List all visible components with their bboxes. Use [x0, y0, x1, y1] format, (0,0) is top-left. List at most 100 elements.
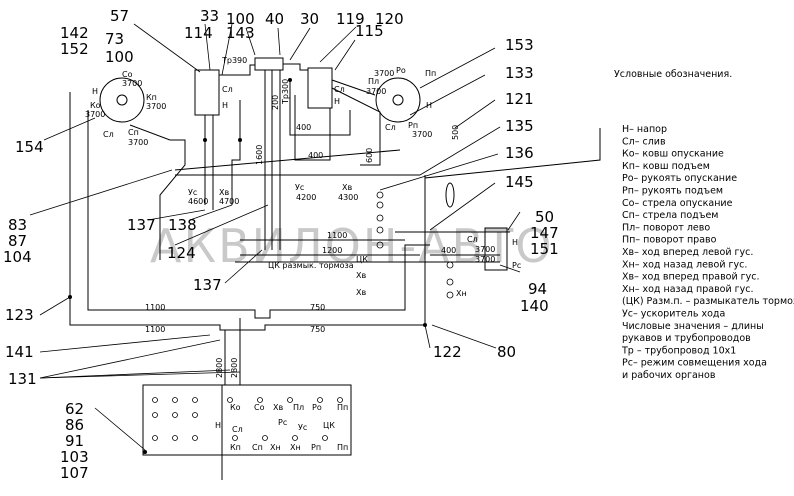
left-joystick-hub — [116, 94, 128, 106]
label-d750b: 750 — [310, 325, 325, 334]
label-3700-rp: 3700 — [412, 130, 432, 139]
legend-item: Числовые значения – длины — [622, 321, 764, 332]
label-d500: 500 — [451, 125, 460, 140]
label-sl1: Сл — [103, 130, 114, 139]
legend-item: Рп– рукоять подъем — [622, 186, 723, 197]
label-sl4: Сл — [334, 85, 345, 94]
label-d750a: 750 — [310, 303, 325, 312]
label-d4600: 4600 — [188, 197, 208, 206]
label-3700-kp: 3700 — [146, 102, 166, 111]
legend-item: Кп– ковш подъем — [622, 161, 710, 172]
legend-item: Рс– режим совмещения хода — [622, 358, 767, 369]
panel-label-sl: Сл — [232, 425, 243, 434]
port-column-slot — [445, 182, 455, 208]
label-ys2: Ус — [295, 183, 304, 192]
callout-135: 135 — [505, 117, 534, 135]
label-d2800a: 2800 — [215, 358, 224, 378]
label-d4300: 4300 — [338, 193, 358, 202]
callout-115: 115 — [355, 22, 384, 40]
legend-item: Хв– ход вперед правой гус. — [622, 272, 760, 283]
panel-label-xn2: Хн — [290, 443, 301, 452]
callout-94: 94 — [528, 280, 547, 298]
panel-label-pp: Пп — [337, 403, 348, 412]
panel-label-ck: ЦК — [323, 421, 335, 430]
label-po: Ро — [396, 66, 406, 75]
label-3700-ko: 3700 — [85, 110, 105, 119]
junction-dots — [68, 78, 427, 454]
label-3700-pedal2: 3700 — [475, 255, 495, 264]
label-d400a: 400 — [296, 123, 311, 132]
label-xv4: Хв — [356, 288, 366, 297]
legend-item: Тр – трубопровод 10х1 — [621, 345, 736, 356]
label-h3: Н — [222, 101, 228, 110]
label-xv3: Хв — [356, 271, 366, 280]
callout-133: 133 — [505, 64, 534, 82]
label-sp: Сп — [128, 128, 139, 137]
pipe-left-distributor — [129, 124, 186, 260]
panel-label-kp: Кп — [230, 443, 241, 452]
legend-item: Хн– ход назад левой гус. — [622, 259, 747, 270]
callout-151: 151 — [530, 240, 559, 258]
legend-item: рукавов и трубопроводов — [622, 333, 751, 344]
label-tr300: Тр300 — [281, 79, 290, 105]
panel-label-sp: Сп — [252, 443, 263, 452]
pipe-right-upper — [331, 79, 381, 166]
left-joystick-ring — [99, 77, 145, 123]
panel-label-h: Н — [215, 421, 221, 430]
callout-100-left: 100 — [105, 48, 134, 66]
callout-50: 50 — [535, 208, 554, 226]
legend-item: Н– напор — [622, 124, 667, 135]
right-joystick-ring — [375, 77, 421, 123]
callout-141: 141 — [5, 343, 34, 361]
callout-123: 123 — [5, 306, 34, 324]
label-d1600: 1600 — [255, 145, 264, 165]
callout-100-top: 100 — [226, 10, 255, 28]
callout-103: 103 — [60, 448, 89, 466]
callout-40: 40 — [265, 10, 284, 28]
label-xn: Хн — [456, 289, 467, 298]
pipe-central-horizontals — [235, 231, 510, 263]
label-brake: ЦК размык. тормоза — [268, 261, 354, 270]
pipe-center-vertical — [264, 70, 281, 250]
legend-item: Пл– поворот лево — [622, 222, 710, 233]
callout-147: 147 — [530, 224, 559, 242]
right-joystick-hub — [392, 94, 404, 106]
callout-137-b: 137 — [193, 276, 222, 294]
label-ck: ЦК — [356, 255, 368, 264]
callout-leaders — [29, 23, 521, 451]
label-d4700: 4700 — [219, 197, 239, 206]
callout-119: 119 — [336, 10, 365, 28]
callout-124: 124 — [167, 244, 196, 262]
label-sl5: Сл — [467, 235, 478, 244]
panel-label-po: Ро — [312, 403, 322, 412]
label-3700-po: 3700 — [374, 69, 394, 78]
rotary-joint — [254, 57, 284, 71]
callout-87: 87 — [8, 232, 27, 250]
legend-item: Ус– ускоритель хода — [622, 309, 725, 320]
legend-item: Сл– слив — [622, 136, 666, 147]
callout-57: 57 — [110, 7, 129, 25]
panel-label-xv: Хв — [273, 403, 283, 412]
pipe-right-cross — [424, 175, 500, 290]
label-3700-so: 3700 — [122, 79, 142, 88]
callout-145: 145 — [505, 173, 534, 191]
panel-label-xn1: Хн — [270, 443, 281, 452]
callout-107: 107 — [60, 464, 89, 482]
callout-152: 152 — [60, 40, 89, 58]
callout-62: 62 — [65, 400, 84, 418]
callout-30: 30 — [300, 10, 319, 28]
callout-91: 91 — [65, 432, 84, 450]
label-h1: Н — [92, 87, 98, 96]
legend-item: Хв– ход вперед левой гус. — [622, 247, 753, 258]
pedal-block — [484, 227, 508, 271]
label-3700-sp: 3700 — [128, 138, 148, 147]
pipe-to-panel — [224, 318, 241, 385]
callout-33: 33 — [200, 7, 219, 25]
port-circles — [152, 191, 454, 441]
legend-item: Ко– ковш опускание — [622, 149, 724, 160]
callout-142: 142 — [60, 24, 89, 42]
callout-136: 136 — [505, 144, 534, 162]
pipe-upper-bus — [219, 63, 308, 76]
